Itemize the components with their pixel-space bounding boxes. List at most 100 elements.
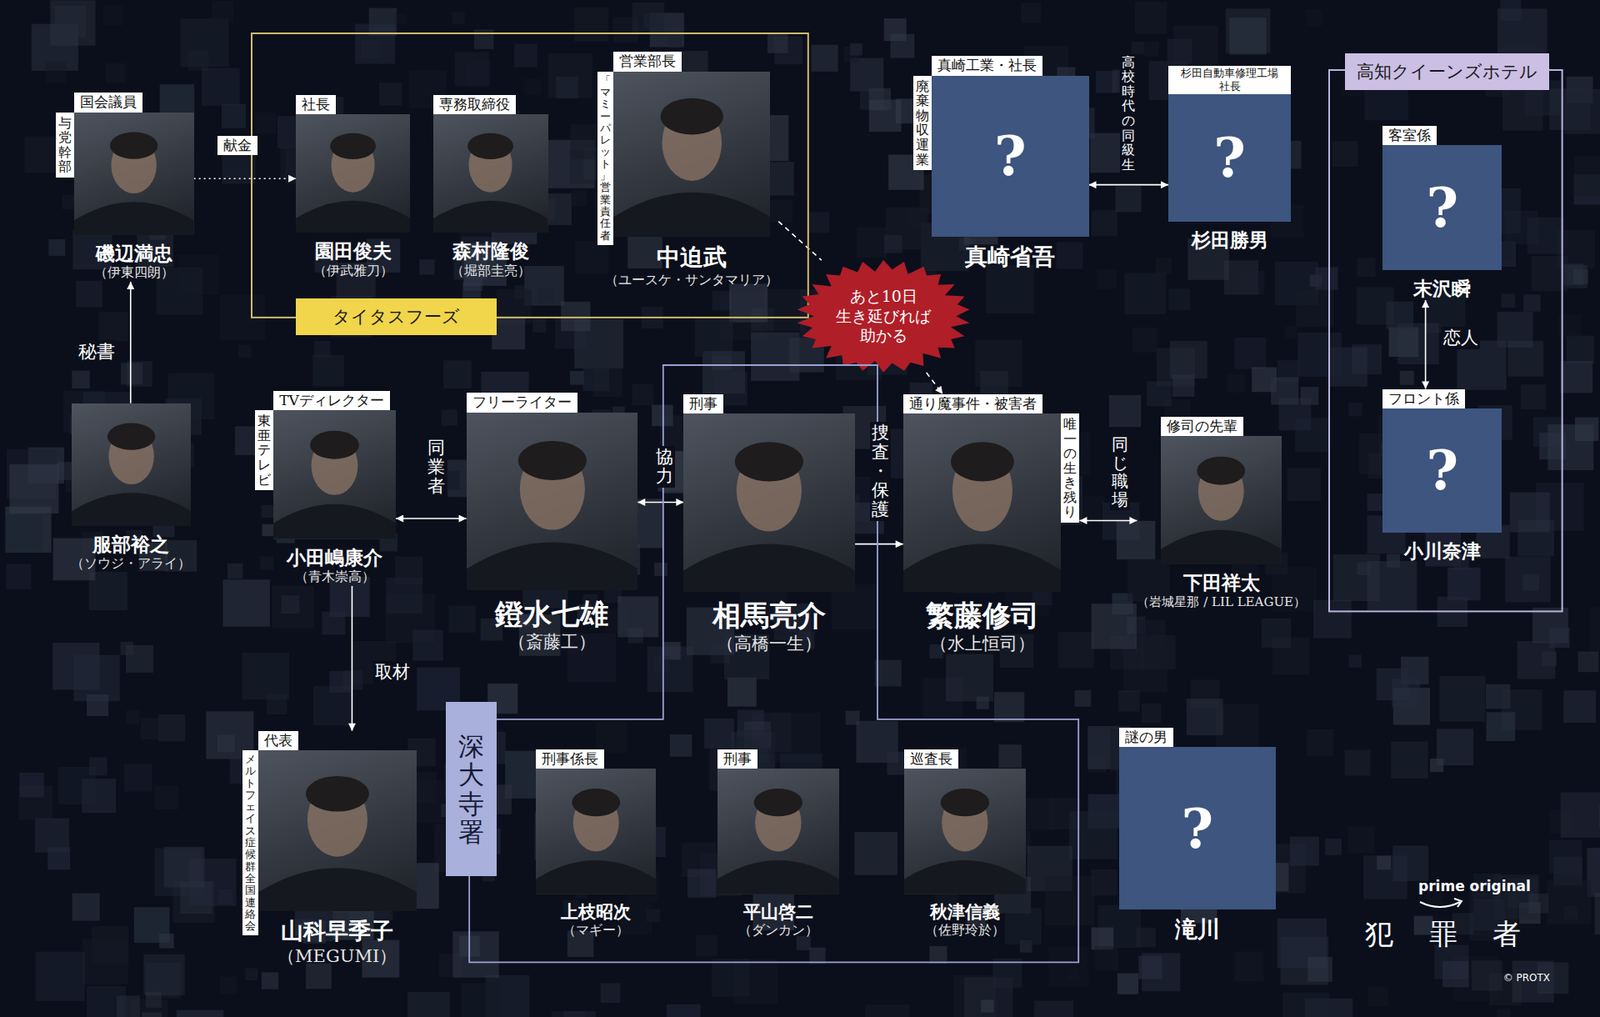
character-card: TVディレクター東亜テレビ小田嶋康介（青木崇高） xyxy=(255,390,396,586)
mosaic-tile xyxy=(155,785,179,810)
character-card: 修司の先輩下田祥太（岩城星那 / LIL LEAGUE） xyxy=(1136,416,1306,611)
mosaic-tiles xyxy=(5,0,1600,1017)
mosaic-tile xyxy=(537,286,554,303)
character-card: 客室係?末沢瞬 xyxy=(1382,125,1502,300)
relation-connector xyxy=(130,281,132,404)
mosaic-tile xyxy=(695,318,734,357)
mosaic-tile xyxy=(1090,869,1117,895)
mosaic-tile xyxy=(1356,258,1376,278)
callout-burst: あと10日 生き延びれば 助かる xyxy=(796,260,970,373)
mosaic-tile xyxy=(314,340,330,357)
mosaic-tile xyxy=(1069,810,1118,860)
mosaic-tile xyxy=(1528,893,1549,914)
character-name: 秋津信義 xyxy=(930,900,1000,922)
mosaic-tile xyxy=(1048,946,1089,987)
portrait-hair xyxy=(330,133,376,160)
mosaic-tile xyxy=(260,555,274,570)
mosaic-tile xyxy=(448,605,476,633)
unknown-mark: ? xyxy=(1425,442,1459,498)
mosaic-tile xyxy=(1315,267,1338,290)
portrait-head: 刑事係長 xyxy=(535,749,656,895)
actor-name: （高橋一生） xyxy=(716,632,822,655)
mosaic-tile xyxy=(1096,269,1117,290)
actor-name: （ソウジ・アライ） xyxy=(70,555,191,573)
mosaic-tile xyxy=(1368,985,1389,1006)
mosaic-tile xyxy=(929,945,947,964)
role-tag: 刑事 xyxy=(683,394,724,414)
mosaic-tile xyxy=(1234,337,1266,370)
mosaic-tile xyxy=(1300,386,1320,405)
mosaic-tile xyxy=(1261,618,1291,648)
portrait-hair xyxy=(1197,456,1246,485)
logo-smile-tip xyxy=(1454,898,1462,907)
mosaic-tile xyxy=(727,677,757,707)
mosaic-tile xyxy=(1091,603,1137,649)
mosaic-tile xyxy=(695,935,718,957)
mosaic-tile xyxy=(220,976,238,995)
portrait-row: 「マミーパレット」 営業責任者 xyxy=(597,71,771,237)
relation-label: 同業者 xyxy=(425,436,447,498)
mosaic-tile xyxy=(145,991,162,1008)
portrait-shoulders xyxy=(683,543,855,592)
mosaic-tile xyxy=(884,18,907,41)
character-card: 刑事平山啓二（ダンカン） xyxy=(717,749,840,940)
mosaic-tile xyxy=(379,82,403,106)
portrait-row xyxy=(433,114,548,233)
portrait-head: 謎の男? xyxy=(1119,727,1275,910)
unknown-mark: ? xyxy=(994,128,1027,184)
mosaic-tile xyxy=(222,579,270,626)
portrait-hair xyxy=(305,775,370,812)
mosaic-tile xyxy=(1560,360,1593,393)
mosaic-tile xyxy=(116,995,140,1017)
actor-name: （ダンカン） xyxy=(738,921,819,940)
relation-connector xyxy=(637,501,684,504)
portrait-row: 廃棄物収運業? xyxy=(913,75,1090,237)
mosaic-tile xyxy=(124,764,152,792)
mosaic-tile xyxy=(514,44,538,68)
mosaic-tile xyxy=(1285,326,1298,340)
mosaic-tile xyxy=(1307,956,1333,982)
portrait-figure xyxy=(717,768,840,895)
actor-name: （水上恒司） xyxy=(930,632,1035,655)
mosaic-tile xyxy=(600,982,621,1003)
role-tag: 代表 xyxy=(258,730,299,750)
mosaic-tile xyxy=(102,5,124,26)
mosaic-tile xyxy=(45,61,66,83)
mosaic-tile xyxy=(712,290,733,311)
mosaic-tile xyxy=(271,585,315,629)
character-name: 山科早季子 xyxy=(280,917,394,945)
portrait-shoulders xyxy=(1160,529,1281,565)
mosaic-tile xyxy=(134,906,170,943)
unknown-portrait: ? xyxy=(1168,94,1291,222)
mosaic-tile xyxy=(86,694,109,716)
mosaic-tile xyxy=(140,717,163,740)
mosaic-tile xyxy=(1075,690,1092,707)
portrait-row xyxy=(904,768,1026,895)
portrait-hair xyxy=(468,133,515,160)
mosaic-tile xyxy=(1295,289,1334,327)
character-name: 真崎省吾 xyxy=(965,243,1055,270)
mosaic-tile xyxy=(71,370,90,389)
mosaic-tile xyxy=(980,999,994,1012)
mosaic-tile xyxy=(560,301,590,331)
portrait-head: フリーライター xyxy=(466,392,639,590)
mosaic-tile xyxy=(865,1004,910,1017)
role-tag: 巡査長 xyxy=(904,749,959,769)
mosaic-tile xyxy=(1504,210,1538,245)
vertical-tag: 唯一の生き残り xyxy=(1060,413,1080,523)
portrait-figure xyxy=(613,71,771,237)
mosaic-tile xyxy=(654,562,668,576)
mosaic-tile xyxy=(452,930,499,977)
mosaic-tile xyxy=(1333,554,1380,601)
mosaic-tile xyxy=(583,365,610,391)
mosaic-tile xyxy=(443,360,472,389)
mosaic-tile xyxy=(1095,70,1119,94)
character-card: 刑事相馬亮介（高橋一生） xyxy=(683,394,855,656)
character-name: 中迫武 xyxy=(656,243,727,272)
mosaic-tile xyxy=(89,756,108,775)
mosaic-tile xyxy=(460,982,500,1017)
mosaic-tile xyxy=(201,67,240,106)
mosaic-tile xyxy=(1590,606,1600,651)
role-tag: 営業部長 xyxy=(613,51,682,71)
